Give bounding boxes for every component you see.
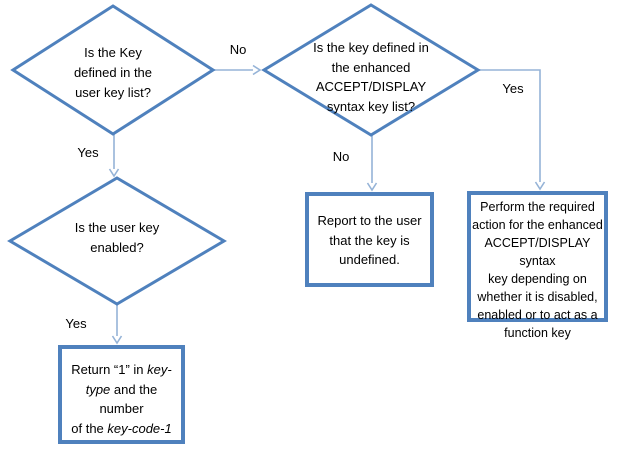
label-line: undefined. bbox=[339, 252, 400, 267]
edge-label-yes-to-perform: Yes bbox=[502, 81, 524, 96]
arrowhead-d2-to-perform bbox=[534, 181, 546, 191]
label-line: ACCEPT/DISPLAY syntax bbox=[484, 236, 591, 268]
label-line: Return “1” in key- bbox=[62, 360, 181, 380]
arrowhead-d3-to-return bbox=[111, 335, 123, 345]
label-segment: Return “1” in bbox=[71, 362, 148, 377]
label-line: Is the key defined in bbox=[313, 40, 429, 55]
decision-diamond-enhanced-syntax bbox=[261, 3, 481, 137]
label-segment: of the bbox=[71, 420, 108, 436]
label-line: that the key is bbox=[329, 232, 410, 248]
label-line: syntax key list? bbox=[326, 98, 416, 114]
edge-label-no-to-report: No bbox=[332, 149, 350, 164]
label-line: whether it is disabled, bbox=[477, 290, 598, 304]
label-line: action for the enhanced bbox=[472, 218, 603, 232]
label-line: Is the user key bbox=[74, 220, 160, 235]
edge-label-yes-to-return: Yes bbox=[65, 316, 87, 331]
label-line: the enhanced bbox=[331, 59, 411, 75]
label-segment-italic: key-code-1 bbox=[107, 420, 172, 436]
label-line: ACCEPT/DISPLAY bbox=[315, 79, 427, 94]
label-line: enabled or to act as a bbox=[477, 308, 598, 322]
label-line: type and the number bbox=[62, 380, 181, 419]
arrowhead-d1-to-d2 bbox=[252, 64, 262, 76]
process-return-key-type: Return “1” in key- type and the number o… bbox=[58, 345, 185, 444]
label-line: Is the Key bbox=[84, 45, 142, 60]
label-segment-italic: type bbox=[85, 381, 111, 397]
decision-enhanced-syntax-label: Is the key defined in the enhanced ACCEP… bbox=[281, 38, 461, 116]
arrowhead-d1-to-d3 bbox=[108, 168, 120, 178]
arrowhead-d2-to-report bbox=[366, 182, 378, 192]
label-segment-italic: key- bbox=[147, 362, 172, 377]
process-report-undefined: Report to the user that the key is undef… bbox=[305, 192, 434, 287]
label-line: Perform the required bbox=[480, 200, 595, 214]
edge-label-no-to-enhanced: No bbox=[229, 42, 247, 57]
decision-user-key-defined-label: Is the Key defined in the user key list? bbox=[33, 43, 193, 103]
label-line: defined in the bbox=[73, 65, 153, 80]
label-segment: and the number bbox=[99, 381, 158, 417]
label-line: key depending on bbox=[488, 272, 587, 286]
decision-user-key-enabled-label: Is the user key enabled? bbox=[37, 218, 197, 258]
label-line: user key list? bbox=[75, 85, 151, 100]
label-line: enabled? bbox=[90, 240, 144, 255]
decision-diamond-user-key-defined bbox=[10, 4, 216, 136]
label-line: Report to the user bbox=[317, 213, 422, 228]
decision-diamond-user-key-enabled bbox=[7, 176, 227, 306]
process-perform-action: Perform the required action for the enha… bbox=[467, 191, 608, 340]
connector-d2-to-perform bbox=[478, 69, 541, 182]
edge-label-yes-to-enabled: Yes bbox=[77, 145, 99, 160]
label-line: function key bbox=[504, 326, 571, 340]
label-line: of the key-code-1 bbox=[62, 419, 181, 439]
